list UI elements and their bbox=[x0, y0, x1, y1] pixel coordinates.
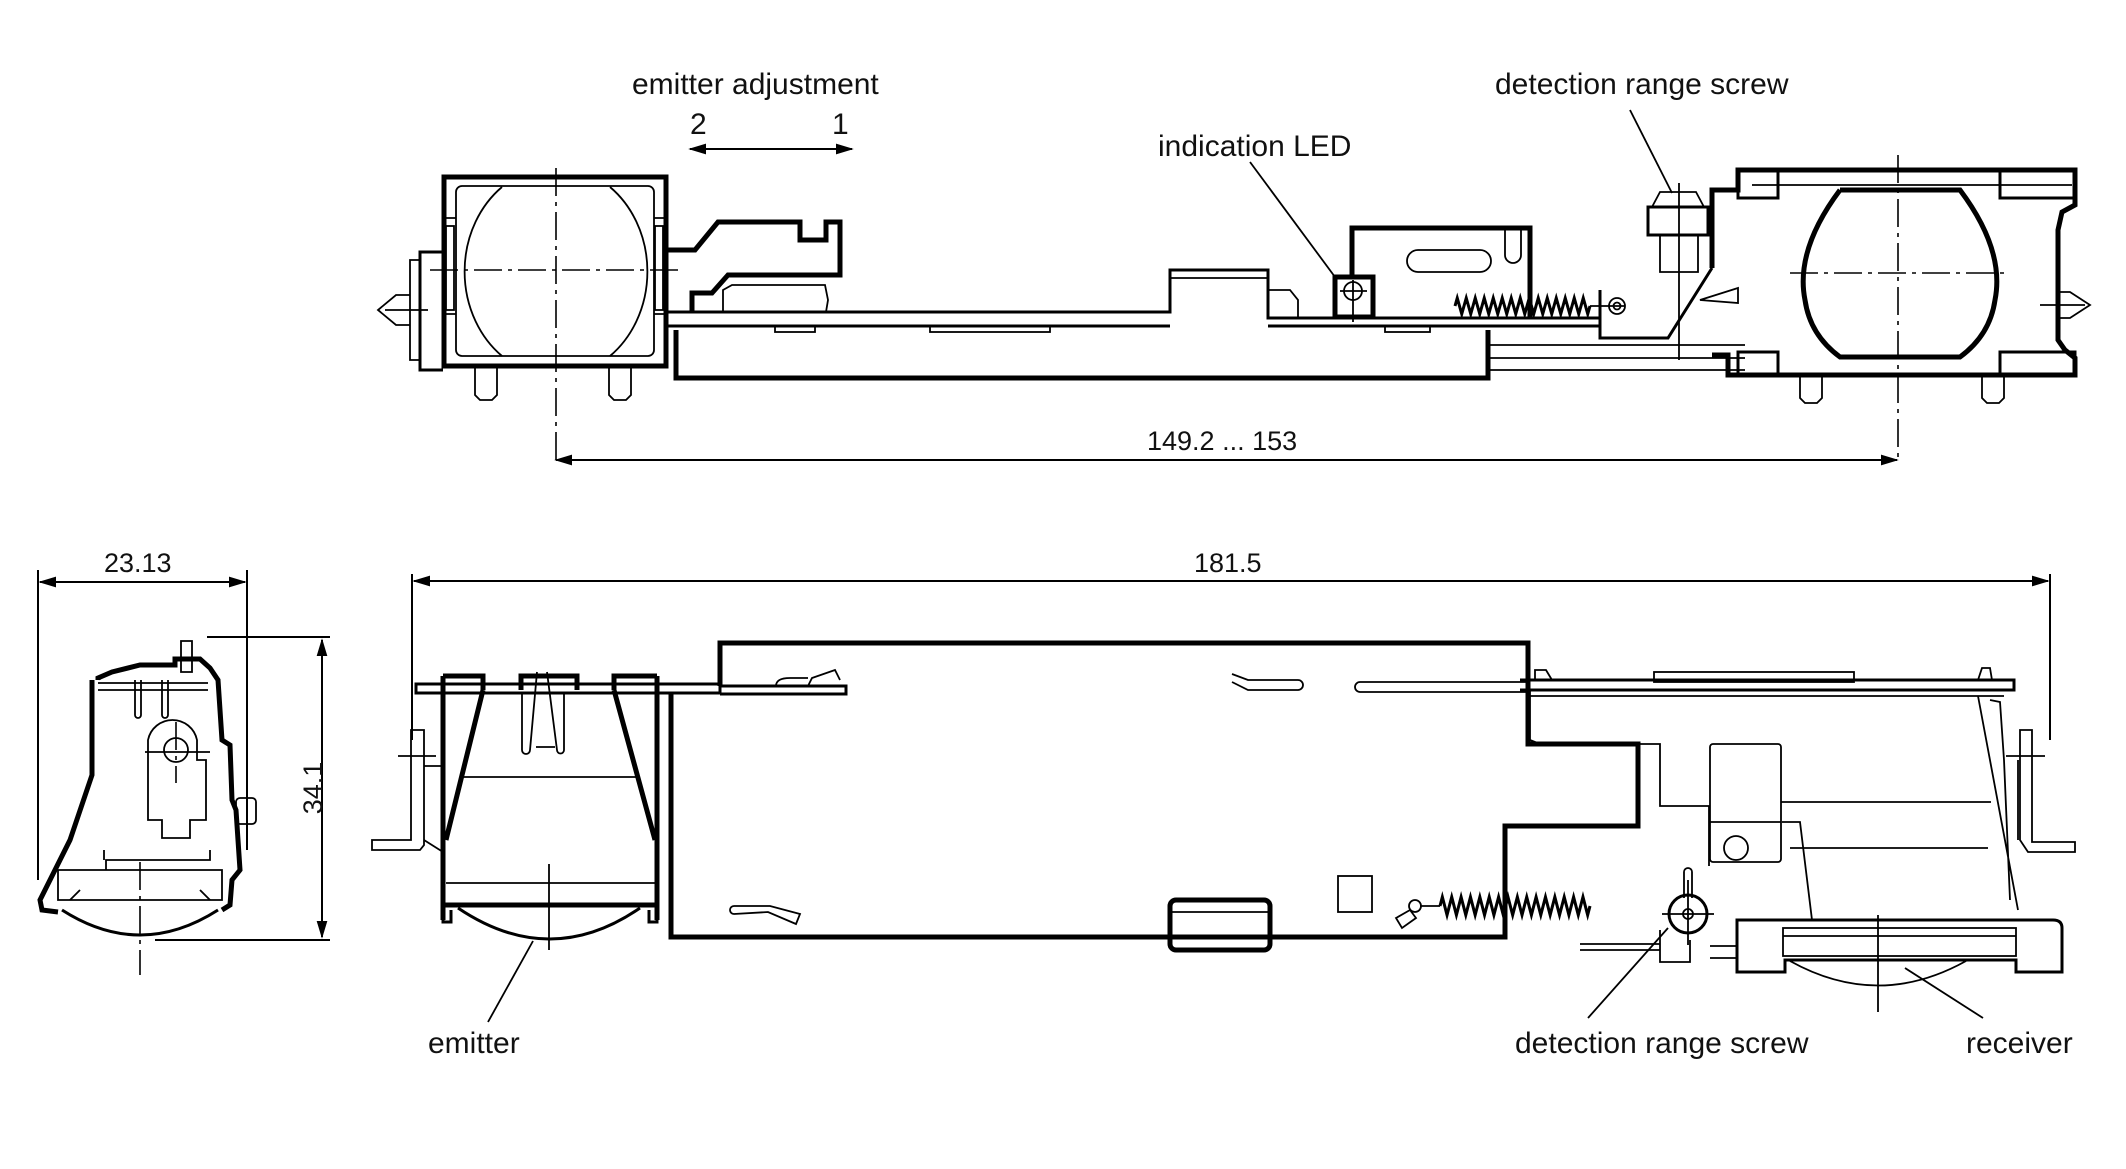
emitter-label: emitter bbox=[428, 1027, 520, 1060]
front-view: 181.5 bbox=[371, 548, 2076, 1060]
detection-range-screw-leader-front bbox=[1587, 927, 1669, 1019]
base-rail-top bbox=[668, 268, 1745, 381]
side-view: 23.13 34.1 bbox=[37, 548, 330, 975]
detection-range-screw-label-front: detection range screw bbox=[1515, 1027, 1809, 1060]
main-body-front bbox=[668, 640, 1641, 953]
dimension-height: 34.1 bbox=[155, 636, 330, 941]
dimension-adjustable-distance: 149.2 ... 153 bbox=[554, 426, 1899, 466]
detection-range-screw-label-top: detection range screw bbox=[1495, 68, 1789, 101]
led-block-top bbox=[1332, 225, 1533, 322]
emitter-housing-top bbox=[376, 168, 680, 460]
detection-range-screw-top bbox=[1598, 183, 1714, 360]
adjust-position-2-label: 2 bbox=[690, 108, 707, 141]
receiver-label: receiver bbox=[1966, 1027, 2073, 1060]
emitter-housing-front bbox=[371, 671, 722, 950]
indication-led-leader bbox=[1249, 161, 1336, 278]
detection-range-screw-leader-top bbox=[1629, 109, 1673, 194]
dimension-adjustable-distance-value: 149.2 ... 153 bbox=[1147, 426, 1297, 456]
indication-led-label: indication LED bbox=[1158, 130, 1351, 163]
dimension-width: 23.13 bbox=[37, 548, 248, 880]
dimension-width-value: 23.13 bbox=[104, 548, 172, 578]
dimension-height-value: 34.1 bbox=[298, 762, 328, 815]
receiver-leader bbox=[1904, 967, 1984, 1019]
dimension-overall-length: 181.5 bbox=[411, 548, 2051, 740]
receiver-housing-top bbox=[1699, 155, 2092, 460]
dimension-overall-length-value: 181.5 bbox=[1194, 548, 1262, 578]
receiver-mechanism-front bbox=[1520, 667, 2076, 1012]
emitter-adjustment-label: emitter adjustment bbox=[632, 68, 879, 101]
side-view-housing bbox=[37, 640, 257, 975]
emitter-leader bbox=[487, 940, 534, 1023]
top-view: emitter adjustment 2 1 indication LED de… bbox=[376, 68, 2092, 466]
emitter-carriage-top bbox=[666, 219, 843, 313]
adjust-position-1-label: 1 bbox=[832, 108, 849, 141]
spring-top bbox=[1453, 292, 1626, 320]
